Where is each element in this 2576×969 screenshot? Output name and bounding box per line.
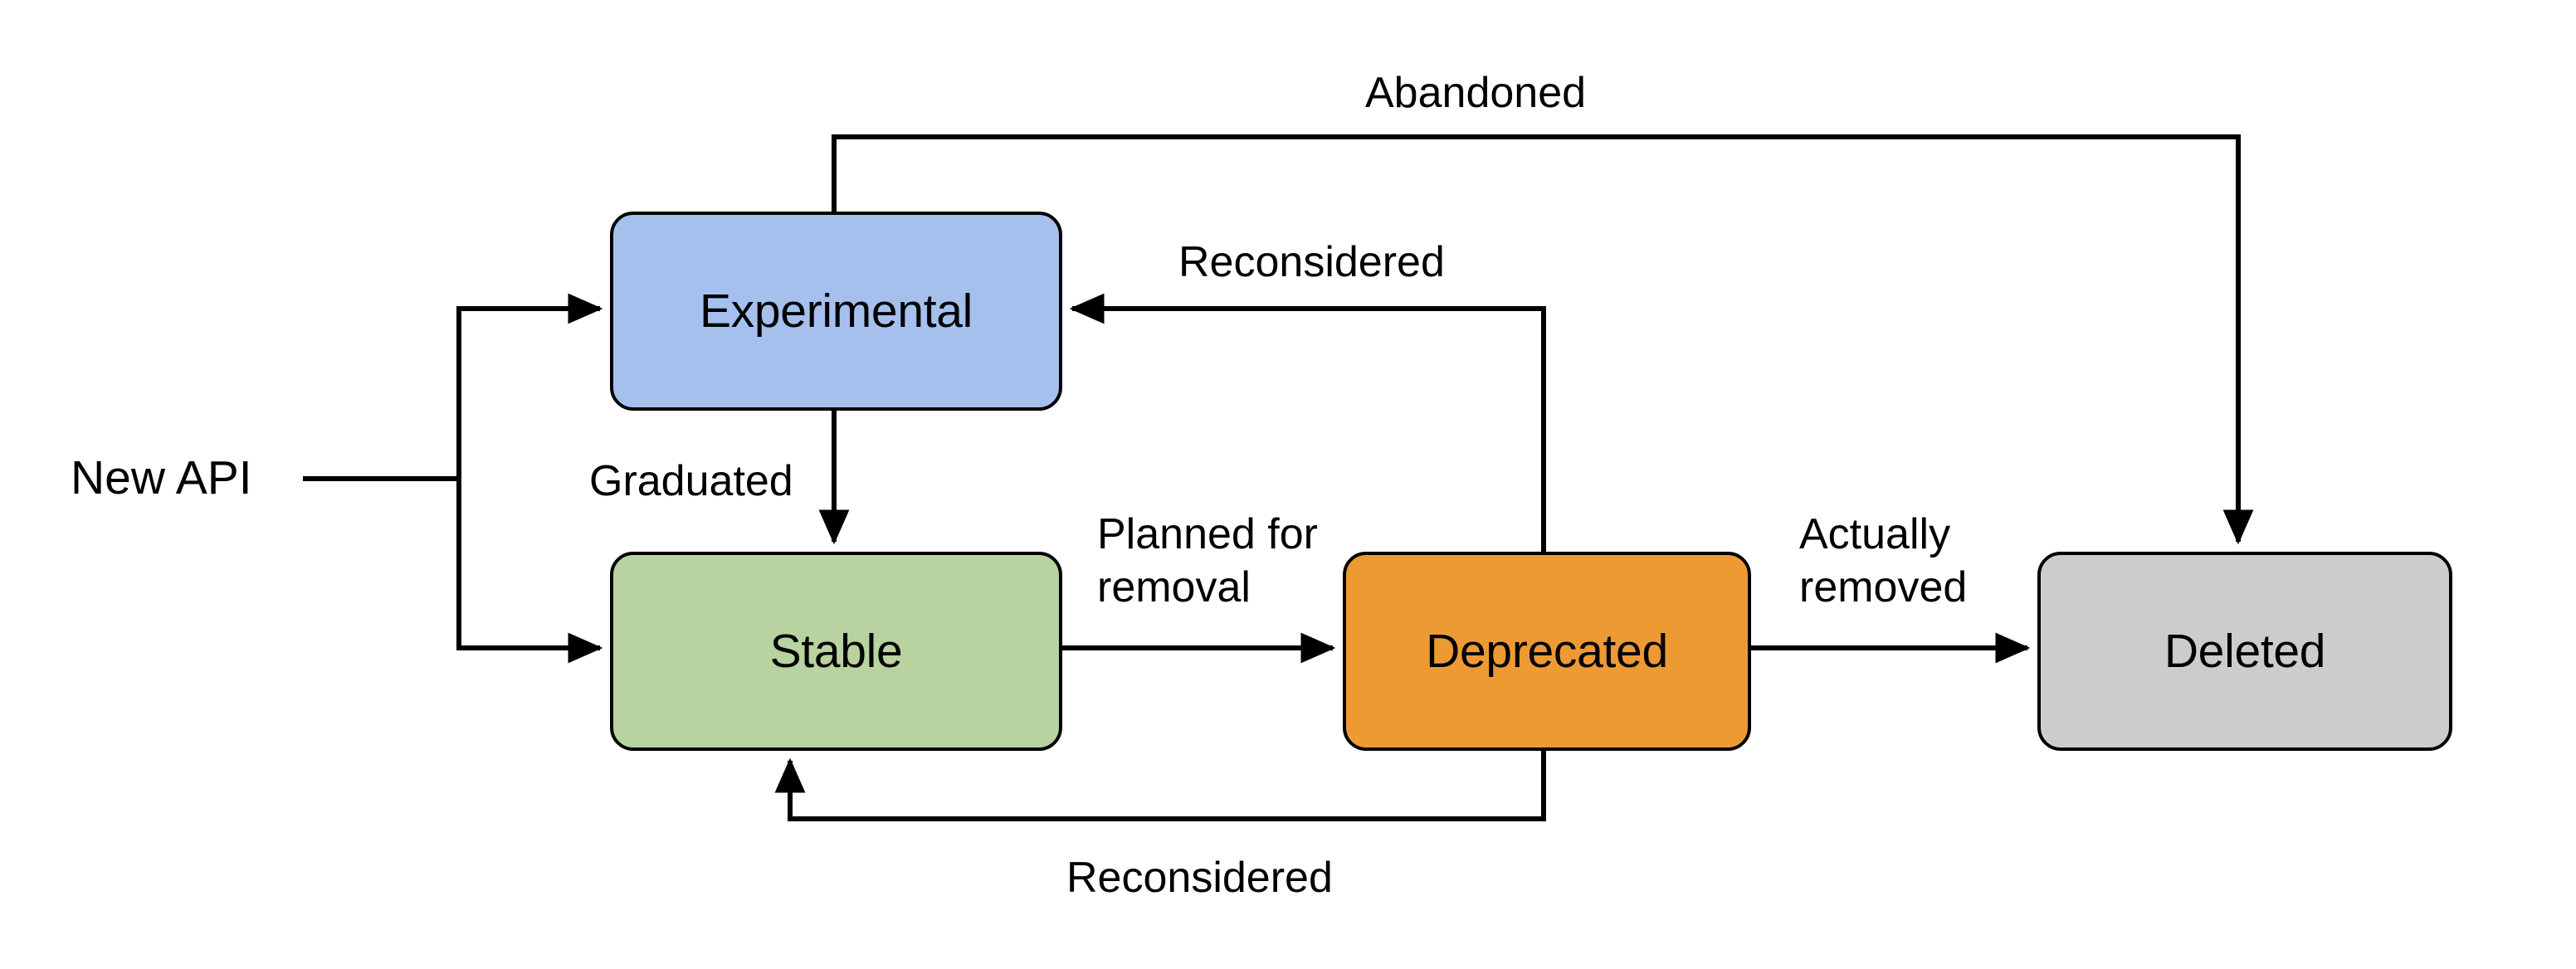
edge-deprecated-to-experimental [1069, 293, 1546, 552]
edge-label-reconsidered-top: Reconsidered [1178, 238, 1445, 286]
state-node-experimental-label: Experimental [699, 284, 973, 338]
state-node-experimental[interactable]: Experimental [610, 212, 1062, 411]
edge-label-abandoned: Abandoned [1365, 69, 1587, 117]
edge-label-reconsidered-bottom: Reconsidered [1066, 854, 1333, 902]
edge-deprecated-to-stable [774, 751, 1546, 821]
edge-label-actually-removed-line1: Actually [1799, 510, 1951, 558]
state-node-deleted[interactable]: Deleted [2037, 552, 2452, 751]
edge-label-actually-removed-line2: removed [1799, 563, 1968, 611]
edge-label-graduated: Graduated [589, 457, 793, 505]
state-node-stable-label: Stable [769, 624, 903, 678]
edge-label-planned-for-removal-line1: Planned for [1097, 510, 1318, 558]
state-node-deleted-label: Deleted [2164, 624, 2326, 678]
edge-new-api-to-stable [456, 479, 603, 664]
entry-label-new-api: New API [71, 451, 252, 504]
edge-experimental-to-deleted [832, 134, 2254, 545]
edge-label-planned-for-removal-line2: removal [1097, 563, 1251, 611]
state-node-stable[interactable]: Stable [610, 552, 1062, 751]
state-node-deprecated-label: Deprecated [1426, 624, 1668, 678]
state-node-deprecated[interactable]: Deprecated [1343, 552, 1751, 751]
edge-new-api-to-experimental [456, 293, 603, 479]
